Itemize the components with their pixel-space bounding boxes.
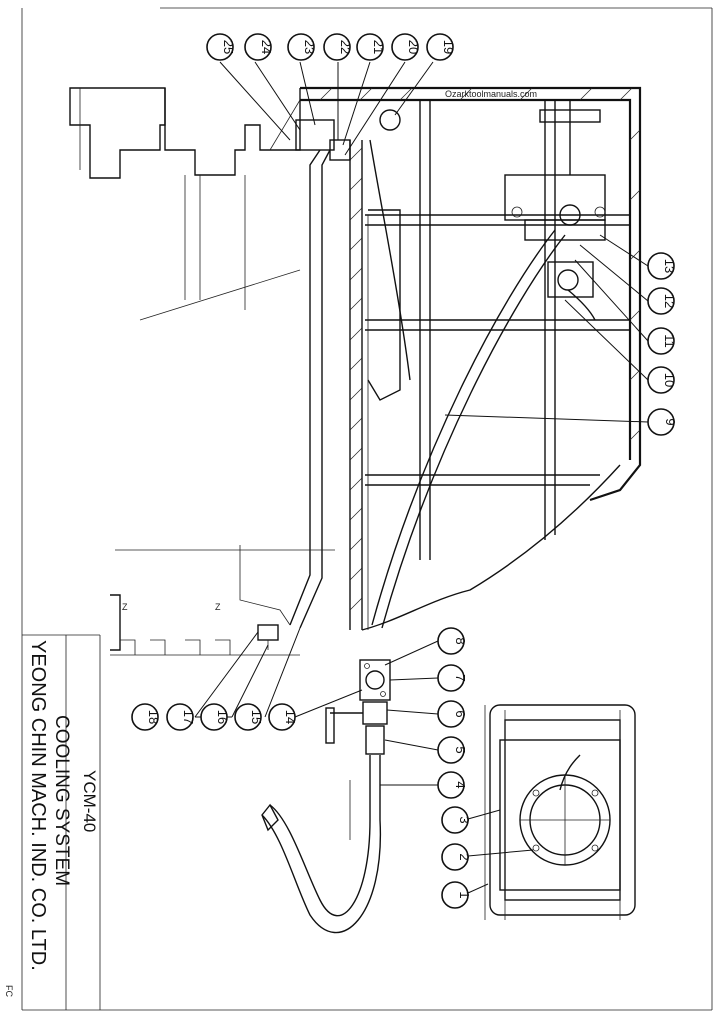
svg-text:7: 7: [453, 674, 468, 681]
svg-text:10: 10: [662, 373, 677, 387]
svg-text:25: 25: [221, 40, 236, 54]
svg-text:13: 13: [662, 259, 677, 273]
svg-text:Z: Z: [122, 602, 128, 612]
svg-text:12: 12: [662, 294, 677, 308]
svg-text:1: 1: [457, 891, 472, 898]
corner-mark: FC: [4, 985, 14, 997]
svg-text:15: 15: [249, 710, 264, 724]
callout-7: 7: [437, 664, 468, 692]
svg-text:11: 11: [662, 334, 677, 348]
callout-1: 1: [441, 881, 472, 909]
svg-text:8: 8: [453, 637, 468, 644]
svg-text:6: 6: [453, 710, 468, 717]
title-model: YCM-40: [80, 770, 99, 832]
callout-24: 24: [244, 33, 274, 61]
svg-text:4: 4: [453, 781, 468, 788]
callout-9: 9: [647, 408, 678, 436]
watermark: Ozarktoolmanuals.com: [445, 89, 537, 99]
callout-4: 4: [437, 771, 468, 799]
base-casting: [300, 86, 642, 631]
wall-hatching: [319, 87, 641, 611]
pump-assembly: [504, 100, 606, 321]
svg-text:2: 2: [457, 853, 472, 860]
callout-25: 25: [206, 33, 236, 61]
callout-14: 14: [268, 703, 298, 731]
valve-assembly: [261, 659, 391, 934]
callout-19: 19: [426, 33, 456, 61]
callout-16: 16: [200, 703, 230, 731]
svg-text:5: 5: [453, 746, 468, 753]
coolant-pipe: [289, 119, 351, 629]
callout-12: 12: [647, 287, 677, 315]
coolant-hose: [371, 229, 566, 629]
svg-text:21: 21: [371, 40, 386, 54]
callout-3: 3: [441, 806, 472, 834]
svg-text:23: 23: [302, 40, 317, 54]
svg-text:Z: Z: [215, 602, 221, 612]
coolant-tank: [484, 704, 636, 920]
callout-18: 18: [131, 703, 161, 731]
callouts: 1 2 3 4 5 6 7 8 9 10 11 12 13 14 15 16 1…: [131, 33, 678, 909]
leader-lines: [194, 61, 649, 894]
callout-21: 21: [356, 33, 386, 61]
sheet-border: [21, 7, 713, 1011]
callout-22: 22: [323, 33, 353, 61]
callout-13: 13: [647, 252, 677, 280]
svg-text:14: 14: [283, 710, 298, 724]
callout-5: 5: [437, 736, 468, 764]
svg-text:19: 19: [441, 40, 456, 54]
callout-2: 2: [441, 843, 472, 871]
svg-text:18: 18: [146, 710, 161, 724]
title-system: COOLING SYSTEM: [51, 715, 72, 886]
svg-text:9: 9: [663, 418, 678, 425]
title-block: YCM-40 COOLING SYSTEM YEONG CHIN MACH. I…: [22, 634, 101, 1010]
svg-text:3: 3: [457, 816, 472, 823]
svg-text:16: 16: [215, 710, 230, 724]
drain-tube: [369, 109, 411, 381]
callout-10: 10: [647, 366, 677, 394]
svg-text:24: 24: [259, 40, 274, 54]
svg-text:22: 22: [338, 40, 353, 54]
column-casting: [69, 87, 301, 321]
callout-17: 17: [166, 703, 196, 731]
svg-text:20: 20: [406, 40, 421, 54]
title-company: YEONG CHIN MACH. IND. CO. LTD.: [27, 640, 49, 971]
callout-8: 8: [437, 627, 468, 655]
callout-11: 11: [647, 327, 677, 355]
callout-23: 23: [287, 33, 317, 61]
svg-text:17: 17: [181, 710, 196, 724]
callout-6: 6: [437, 700, 468, 728]
nozzle-assembly: Z Z: [110, 545, 335, 656]
callout-20: 20: [391, 33, 421, 61]
callout-15: 15: [234, 703, 264, 731]
